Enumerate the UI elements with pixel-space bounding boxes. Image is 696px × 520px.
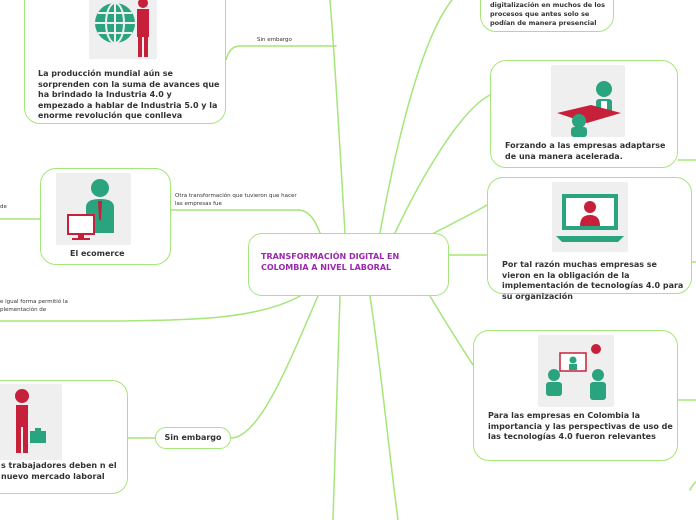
node-trabajadores[interactable]: s trabajadores deben n el nuevo mercado …: [0, 380, 128, 494]
node-forzando-text: Forzando a las empresas adaptarse de una…: [505, 141, 666, 161]
node-digitalizacion-text: digitalización en muchos de los procesos…: [490, 1, 605, 27]
central-topic[interactable]: TRANSFORMACIÓN DIGITAL EN COLOMBIA A NIV…: [248, 233, 449, 296]
remote-meeting-icon: [538, 335, 614, 407]
label-sin-embargo-top: Sin embargo: [257, 37, 292, 43]
node-produccion-text: La producción mundial aún se sorprenden …: [38, 69, 220, 120]
node-digitalizacion[interactable]: digitalización en muchos de los procesos…: [480, 0, 614, 32]
label-otra-transformacion: Otra transformación que tuvieron que hac…: [175, 193, 297, 207]
node-obligacion-text: Por tal razón muchas empresas se vieron …: [502, 260, 684, 301]
label-de: de: [0, 204, 7, 210]
video-call-icon: [552, 182, 628, 252]
meeting-icon: [551, 65, 625, 137]
globe-person-icon: [89, 0, 157, 59]
node-produccion[interactable]: La producción mundial aún se sorprenden …: [24, 0, 226, 124]
label-igual-forma: e igual forma permitió la plementación d…: [0, 299, 68, 313]
node-colombia-text: Para las empresas en Colombia la importa…: [488, 411, 673, 441]
node-forzando[interactable]: Forzando a las empresas adaptarse de una…: [490, 60, 678, 168]
node-trabajadores-text: s trabajadores deben n el nuevo mercado …: [1, 461, 117, 481]
node-obligacion[interactable]: Por tal razón muchas empresas se vieron …: [487, 177, 692, 301]
node-sin-embargo[interactable]: Sin embargo: [155, 427, 231, 449]
central-title: TRANSFORMACIÓN DIGITAL EN COLOMBIA A NIV…: [261, 252, 400, 272]
node-ecomerce-text: El ecomerce: [70, 249, 125, 258]
person-briefcase-icon: [0, 384, 62, 460]
node-colombia[interactable]: Para las empresas en Colombia la importa…: [473, 330, 678, 461]
person-computer-icon: [56, 173, 131, 245]
node-ecomerce[interactable]: El ecomerce: [40, 168, 171, 265]
